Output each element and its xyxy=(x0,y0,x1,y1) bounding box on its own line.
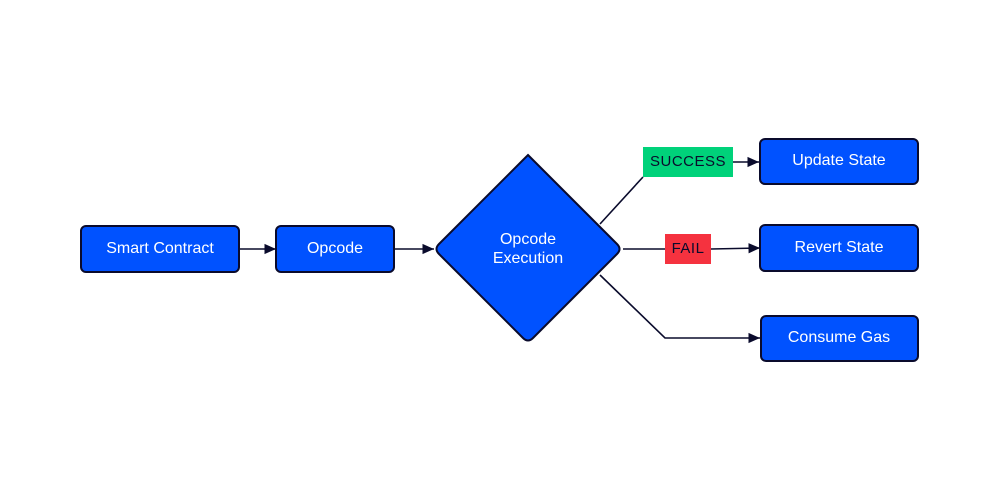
opcode-label: Opcode xyxy=(307,240,363,257)
opcode-execution-node: Opcode Execution xyxy=(435,153,621,342)
edge-execution-to-update-state xyxy=(599,176,644,225)
fail-badge: FAIL xyxy=(665,234,711,264)
opcode-node: Opcode xyxy=(275,225,395,273)
opcode-execution-label-line1: Opcode xyxy=(500,231,556,248)
update-state-node: Update State xyxy=(759,138,919,185)
revert-state-label: Revert State xyxy=(795,239,884,256)
fail-label: FAIL xyxy=(672,240,705,257)
smart-contract-node: Smart Contract xyxy=(80,225,240,273)
success-label: SUCCESS xyxy=(650,153,726,170)
update-state-label: Update State xyxy=(792,152,886,169)
edge-fail-to-revert-state xyxy=(710,243,761,254)
consume-gas-node: Consume Gas xyxy=(760,315,919,362)
success-badge: SUCCESS xyxy=(643,147,733,177)
opcode-execution-label-line2: Execution xyxy=(493,250,563,267)
smart-contract-label: Smart Contract xyxy=(106,240,214,257)
consume-gas-label: Consume Gas xyxy=(788,329,890,346)
revert-state-node: Revert State xyxy=(759,224,919,272)
edge-execution-to-consume-gas xyxy=(599,274,760,344)
